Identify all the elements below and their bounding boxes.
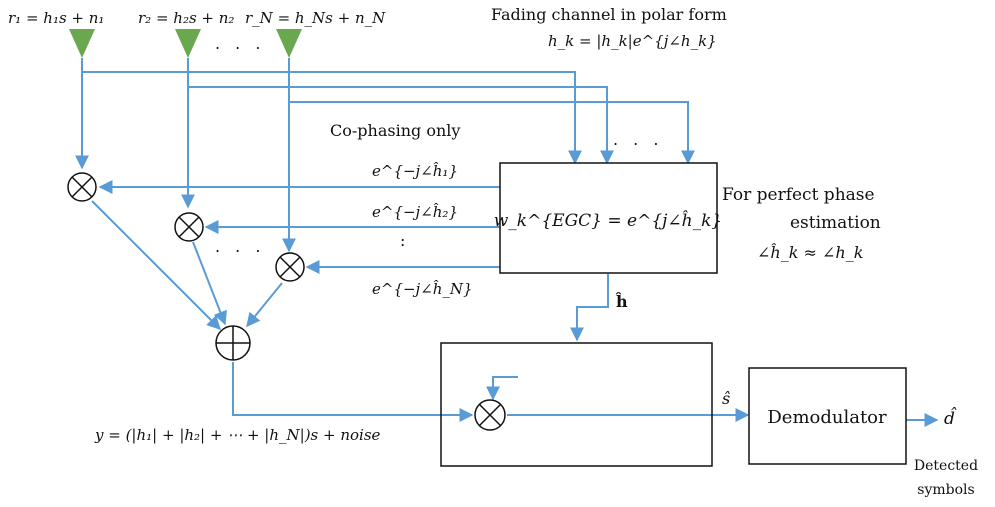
wire-ant1-to-weight [82, 71, 582, 165]
phase-signal-2: e^{−j∠ĥ₂} [372, 203, 458, 221]
phase-signal-1: e^{−j∠ĥ₁} [372, 162, 458, 180]
weight-box [499, 162, 718, 274]
demodulator-label: Demodulator [767, 407, 887, 428]
estimation-note-3: ∠ĥ_k ≈ ∠h_k [757, 242, 863, 262]
wire-adder-to-output [232, 362, 474, 422]
wire-mult1-to-adder [91, 200, 221, 330]
antenna-ellipsis: . . . [215, 34, 265, 53]
channel-note-title: Fading channel in polar form [491, 5, 727, 24]
multiplier-n-icon [275, 252, 305, 282]
d-hat-label: d̂ [944, 407, 957, 429]
adder-icon [215, 325, 251, 361]
weight-formula: w_k^{EGC} = e^{j∠ĥ_k} [494, 210, 722, 231]
cophasing-label: Co-phasing only [330, 121, 460, 140]
signal-wires [75, 58, 939, 427]
output-multiplier-icon [474, 399, 506, 431]
detected-label-2: symbols [917, 482, 974, 498]
combiner-output-equation: y = (|h₁| + |h₂| + ⋯ + |h_N|)s + noise [94, 426, 381, 444]
phase-signal-n: e^{−j∠ĥ_N} [372, 280, 473, 298]
estimation-note-2: estimation [790, 213, 881, 233]
s-hat-label: ŝ [722, 389, 730, 408]
wire-ant2-to-weight [188, 86, 614, 165]
antenna-n-icon [276, 29, 302, 58]
wire-output-mult-feed [486, 376, 518, 401]
detected-label-1: Detected [914, 458, 978, 474]
channel-note-formula: h_k = |h_k|e^{j∠h_k} [548, 32, 717, 50]
antenna-n-label: r_N = h_Ns + n_N [245, 9, 386, 27]
antenna-1-icon [69, 29, 95, 58]
wire-h-hat [570, 274, 609, 342]
wire-antN-to-weight [289, 101, 695, 165]
estimation-note-1: For perfect phase [722, 185, 875, 205]
h-hat-label: ĥ [615, 291, 628, 311]
antenna-1-label: r₁ = h₁s + n₁ [8, 9, 104, 27]
multiplier-1-icon [67, 172, 97, 202]
wire-multN-to-adder [246, 282, 283, 328]
top-ellipsis: . . . [613, 130, 663, 149]
multiplier-ellipsis: . . . [215, 237, 265, 256]
antenna-2-label: r₂ = h₂s + n₂ [138, 9, 234, 27]
wire-mult2-to-adder [192, 241, 227, 326]
demodulator-box [748, 367, 907, 465]
antenna-2-icon [175, 29, 201, 58]
antenna-group [69, 29, 302, 58]
multiplier-2-icon [174, 212, 204, 242]
vertical-dots: : [400, 231, 405, 250]
detector-box [440, 342, 713, 467]
